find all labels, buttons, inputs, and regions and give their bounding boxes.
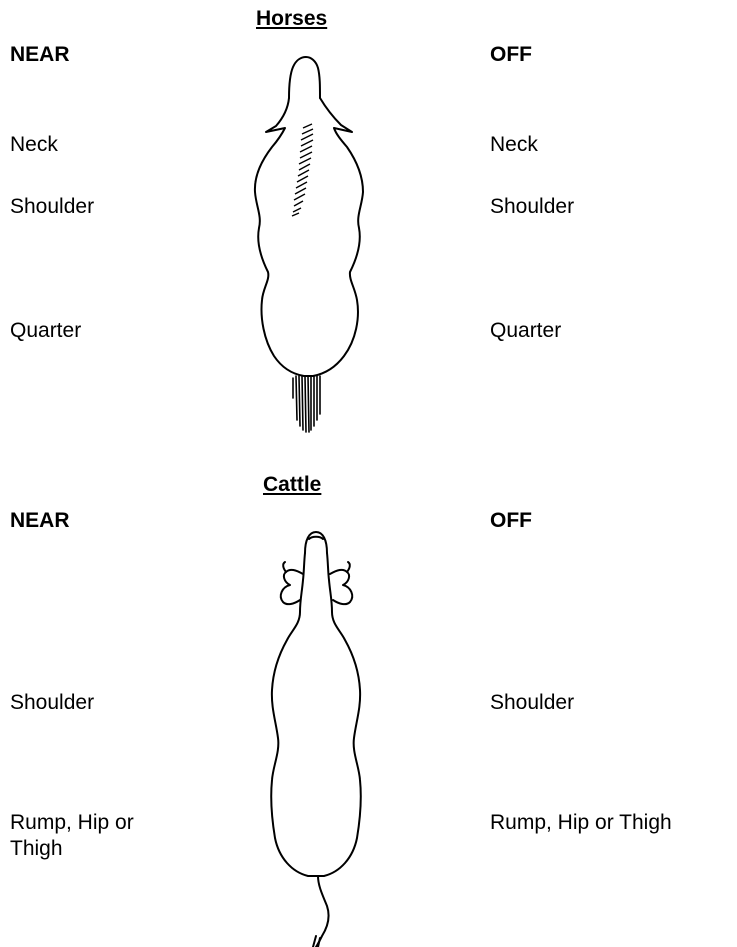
cattle-outline-top-view-icon <box>0 0 737 947</box>
